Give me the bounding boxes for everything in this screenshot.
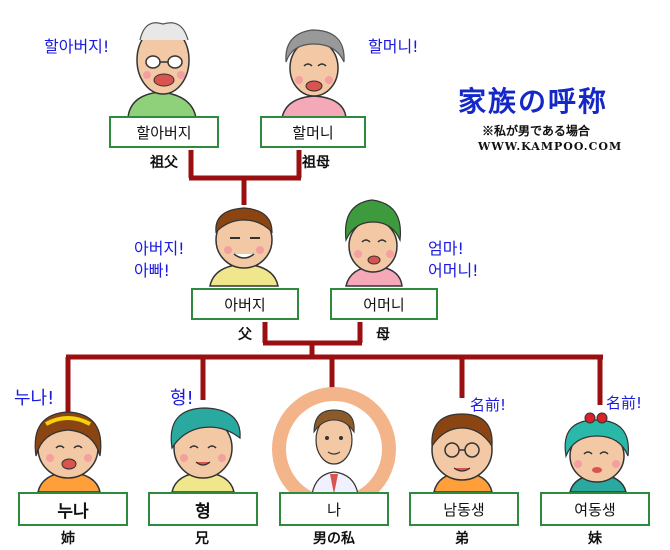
me-illustration	[272, 387, 396, 511]
grandmother-box: 할머니	[260, 116, 366, 148]
sister-box: 누나	[18, 492, 128, 526]
brother-hanja: 兄	[195, 531, 209, 547]
sister-hanja: 姉	[61, 531, 75, 547]
site-url: WWW.KAMPOO.COM	[478, 140, 623, 153]
grandfather-call: 할아버지!	[44, 37, 110, 56]
sister-call: 누나!	[14, 388, 55, 409]
mother-hanja: 母	[376, 327, 390, 343]
grandmother-call: 할머니!	[368, 37, 419, 56]
younger-sister-hanja: 妹	[588, 531, 602, 547]
father-call-2: 아빠!	[134, 261, 170, 280]
younger-brother-box: 남동생	[409, 492, 519, 526]
sister-illustration	[34, 411, 102, 493]
mother-call-2: 어머니!	[428, 261, 479, 280]
note-text: ※私が男である場合	[482, 124, 590, 138]
grandmother-illustration	[281, 29, 347, 119]
me-hanja: 男の私	[313, 531, 355, 547]
grandmother-hanja: 祖母	[302, 155, 330, 171]
page-title: 家族の呼称	[458, 85, 609, 118]
mother-box: 어머니	[330, 288, 438, 320]
father-call-1: 아버지!	[134, 239, 185, 258]
brother-illustration	[170, 407, 241, 493]
younger-brother-illustration	[431, 413, 493, 493]
mother-call-1: 엄마!	[428, 239, 464, 258]
me-box: 나	[279, 492, 389, 526]
grandfather-box: 할아버지	[109, 116, 219, 148]
father-hanja: 父	[238, 327, 252, 343]
mother-illustration	[344, 199, 403, 287]
grandfather-hanja: 祖父	[150, 155, 178, 171]
father-illustration	[209, 207, 279, 287]
younger-brother-call: 名前!	[470, 396, 507, 414]
brother-box: 형	[148, 492, 258, 526]
younger-sister-box: 여동생	[540, 492, 650, 526]
brother-call: 형!	[170, 388, 194, 409]
grandfather-illustration	[127, 22, 197, 119]
younger-brother-hanja: 弟	[455, 531, 469, 547]
father-box: 아버지	[191, 288, 299, 320]
younger-sister-call: 名前!	[606, 394, 643, 412]
younger-sister-illustration	[564, 412, 629, 493]
